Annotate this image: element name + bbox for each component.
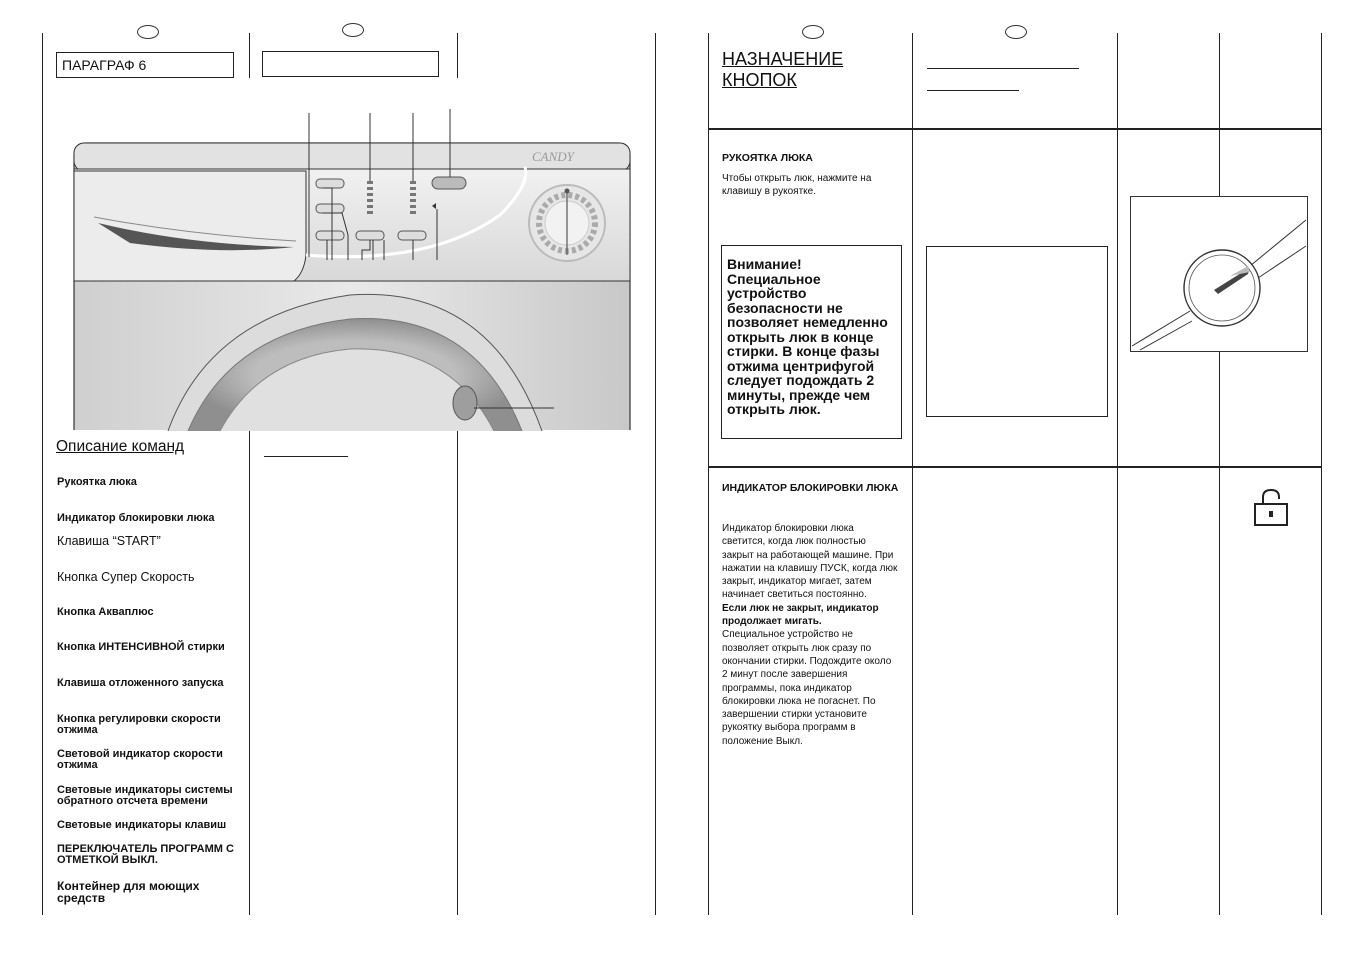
column-divider [249, 430, 250, 915]
lock-indicator-text: Индикатор блокировки люка светится, когд… [722, 523, 898, 747]
underline-rule [927, 90, 1019, 91]
language-marker-icon [1005, 25, 1027, 39]
command-item: ПЕРЕКЛЮЧАТЕЛЬ ПРОГРАММ С ОТМЕТКОЙ ВЫКЛ. [57, 843, 234, 866]
underline-rule [927, 68, 1079, 69]
warning-box: Внимание! Специальное устройство безопас… [721, 245, 902, 439]
door-handle-title: РУКОЯТКА ЛЮКА [722, 152, 813, 164]
warning-text: Внимание! Специальное устройство безопас… [727, 256, 888, 417]
door-handle-illustration [1130, 196, 1308, 352]
command-item: Кнопка Акваплюс [57, 606, 154, 618]
column-divider [42, 33, 43, 915]
empty-warning-box [926, 246, 1108, 417]
column-divider [1117, 33, 1118, 915]
command-item: Световые индикаторы системы обратного от… [57, 784, 233, 807]
column-divider [1219, 33, 1220, 915]
section-label: ПАРАГРАФ 6 [62, 57, 147, 73]
page-edge-divider [655, 33, 656, 915]
column-divider [1321, 33, 1322, 915]
column-divider [457, 430, 458, 915]
command-item: Кнопка регулировки скорости отжима [57, 713, 221, 736]
row-divider [708, 466, 1322, 468]
command-item: Клавиша “START” [57, 534, 161, 548]
command-item: Рукоятка люка [57, 476, 137, 488]
page-heading: НАЗНАЧЕНИЕ КНОПОК [722, 49, 844, 90]
command-item: Индикатор блокировки люка [57, 512, 215, 524]
commands-heading: Описание команд [56, 438, 185, 455]
section-label-box: ПАРАГРАФ 6 [56, 52, 234, 78]
row-divider [708, 128, 1322, 130]
language-marker-icon [137, 25, 159, 39]
command-item: Световой индикатор скорости отжима [57, 748, 223, 771]
brand-logo: CANDY [532, 149, 576, 164]
command-item: Кнопка Супер Скорость [57, 570, 195, 584]
door-handle-text: Чтобы открыть люк, нажмите на клавишу в … [722, 173, 872, 198]
column-divider [457, 33, 458, 78]
lock-indicator-title: ИНДИКАТОР БЛОКИРОВКИ ЛЮКА [722, 482, 899, 494]
column-divider [708, 33, 709, 915]
command-item: Кнопка ИНТЕНСИВНОЙ стирки [57, 641, 225, 653]
column-divider [249, 33, 250, 78]
underline-rule [264, 456, 348, 457]
command-item: Контейнер для моющих средств [57, 879, 200, 905]
command-item: Световые индикаторы клавиш [57, 819, 227, 831]
washing-machine-illustration: CANDY [73, 109, 631, 431]
command-item: Клавиша отложенного запуска [57, 677, 224, 689]
language-marker-icon [342, 23, 364, 37]
empty-label-box [262, 51, 439, 77]
column-divider [912, 33, 913, 915]
language-marker-icon [802, 25, 824, 39]
padlock-icon [1254, 488, 1288, 526]
